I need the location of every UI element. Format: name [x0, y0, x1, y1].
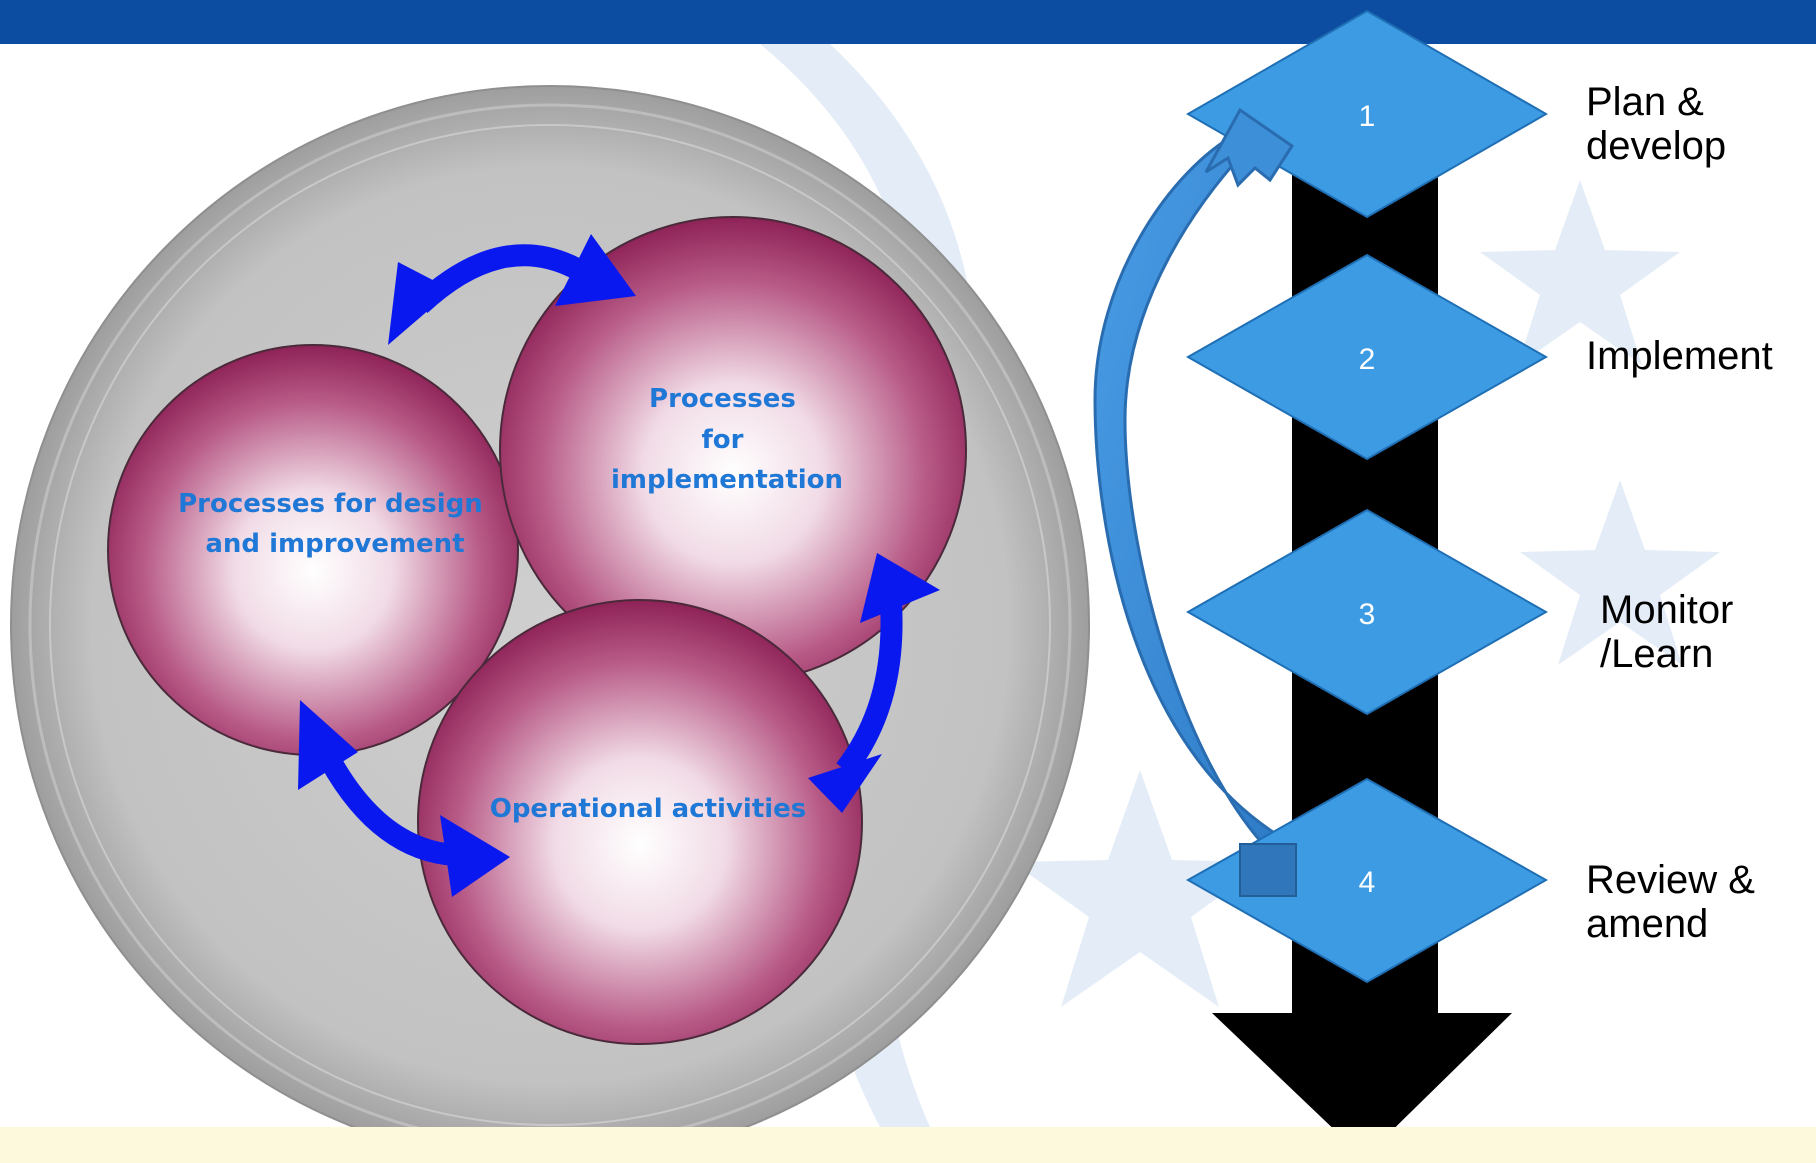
return-arrow-tail	[1239, 843, 1297, 897]
step-label-2: Implement	[1586, 334, 1773, 378]
step-label-4-line2: amend	[1586, 902, 1709, 946]
bottom-band	[0, 1127, 1816, 1163]
step-label-1: Plan & develop	[1586, 80, 1726, 168]
implementation-label-line2: for	[701, 425, 743, 455]
implementation-label-line3: implementation	[611, 465, 843, 495]
design-label: Processes for design and improvement	[178, 489, 492, 559]
step-number-1: 1	[1359, 100, 1376, 133]
return-arrow-shaft	[1093, 130, 1302, 881]
step-label-1-line1: Plan &	[1586, 80, 1704, 124]
step-label-3-line2: /Learn	[1600, 632, 1714, 676]
step-label-2-line1: Implement	[1586, 334, 1773, 378]
header-bar	[0, 0, 1816, 44]
sphere-operational	[417, 599, 863, 1045]
cycle-arrowheads	[298, 234, 940, 897]
step-label-4-line1: Review &	[1586, 858, 1755, 902]
step-label-4: Review & amend	[1586, 858, 1755, 946]
return-arrow-head	[1204, 107, 1295, 188]
step-number-4: 4	[1359, 866, 1376, 899]
step-number-3: 3	[1359, 598, 1376, 631]
step-label-1-line2: develop	[1586, 124, 1727, 168]
step-label-3-line1: Monitor	[1600, 588, 1734, 632]
step-label-3: Monitor /Learn	[1600, 588, 1733, 676]
implementation-label: Processes for implementation	[611, 384, 843, 495]
implementation-label-line1: Processes	[649, 384, 796, 414]
step-diamond-3	[1185, 508, 1549, 716]
step-diamond-2	[1185, 253, 1549, 461]
design-label-line2: and improvement	[205, 529, 464, 559]
operational-label: Operational activities	[490, 794, 807, 824]
design-label-line1: Processes for design	[178, 489, 483, 519]
step-diamond-4	[1185, 777, 1549, 984]
operational-label-line1: Operational activities	[490, 794, 807, 824]
step-number-2: 2	[1359, 343, 1376, 376]
